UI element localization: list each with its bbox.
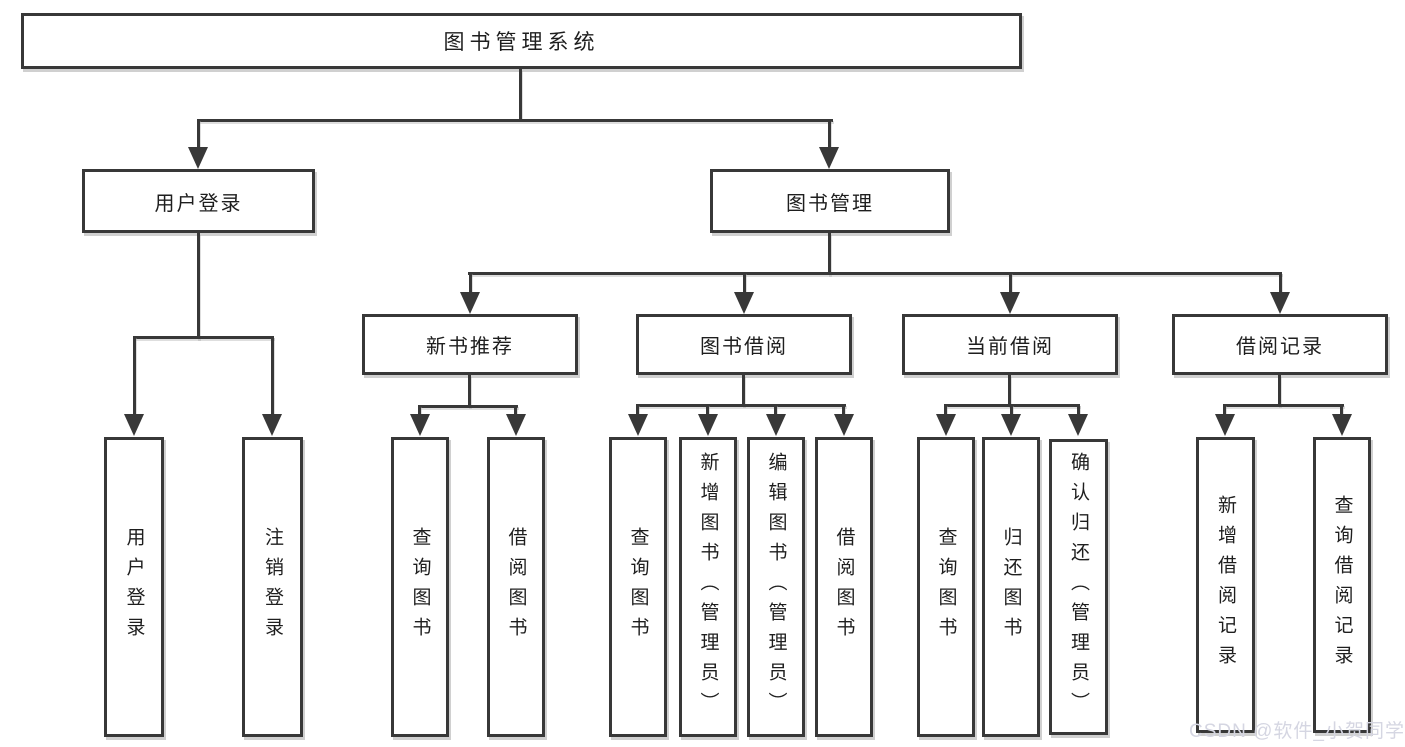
leaf-query-borrow-record: 查询借阅记录: [1313, 437, 1371, 733]
arrowhead: [1215, 414, 1235, 436]
arrowhead: [506, 414, 526, 436]
arrowhead: [262, 414, 282, 436]
arrowhead: [460, 292, 480, 314]
leaf-query-book: 查询图书: [391, 437, 449, 737]
leaf-add-book-admin-label: 新增图书（管理员）: [697, 452, 719, 722]
leaf-user-login-label: 用户登录: [123, 527, 145, 647]
arrowhead: [936, 414, 956, 436]
node-new-book-recommend-label: 新书推荐: [426, 336, 514, 358]
arrowhead: [698, 414, 718, 436]
arrowhead: [1001, 414, 1021, 436]
connector-line: [1223, 404, 1226, 416]
connector-line: [842, 404, 845, 416]
node-book-borrow-label: 图书借阅: [700, 336, 788, 358]
arrowhead: [628, 414, 648, 436]
connector-line: [133, 336, 274, 339]
connector-line: [1340, 404, 1343, 416]
connector-line: [944, 404, 947, 416]
connector-line: [271, 336, 274, 416]
connector-line: [133, 336, 136, 416]
connector-line: [1077, 404, 1080, 416]
connector-line: [468, 375, 471, 407]
leaf-query-book: 查询图书: [917, 437, 975, 737]
node-root-label: 图书管理系统: [443, 31, 600, 54]
leaf-borrow-book-label: 借阅图书: [833, 527, 855, 647]
leaf-borrow-book: 借阅图书: [487, 437, 545, 737]
connector-line: [418, 405, 421, 416]
leaf-query-borrow-record-label: 查询借阅记录: [1331, 495, 1353, 675]
leaf-confirm-return-admin-label: 确认归还（管理员）: [1068, 452, 1089, 722]
node-current-borrow-label: 当前借阅: [966, 336, 1054, 358]
arrowhead: [734, 292, 754, 314]
connector-line: [1009, 272, 1012, 294]
arrowhead: [1332, 414, 1352, 436]
connector-line: [636, 404, 846, 407]
node-root: 图书管理系统: [21, 13, 1022, 69]
node-current-borrow: 当前借阅: [902, 314, 1118, 375]
leaf-add-borrow-record-label: 新增借阅记录: [1215, 495, 1236, 675]
arrowhead: [819, 147, 839, 169]
connector-line: [1010, 404, 1013, 416]
connector-line: [828, 233, 831, 275]
connector-line: [1008, 375, 1011, 406]
node-book-management-label: 图书管理: [786, 192, 874, 215]
connector-line: [468, 272, 1282, 275]
connector-line: [469, 272, 472, 294]
leaf-add-borrow-record: 新增借阅记录: [1196, 437, 1255, 733]
leaf-return-book-label: 归还图书: [1000, 527, 1022, 647]
connector-line: [519, 69, 522, 120]
arrowhead: [834, 414, 854, 436]
connector-line: [774, 404, 777, 416]
connector-line: [514, 405, 517, 416]
connector-line: [1223, 404, 1344, 407]
arrowhead: [1270, 292, 1290, 314]
connector-line: [197, 119, 833, 122]
connector-line: [636, 404, 639, 416]
node-new-book-recommend: 新书推荐: [362, 314, 578, 375]
leaf-query-book-label: 查询图书: [409, 527, 431, 647]
connector-line: [418, 405, 518, 408]
leaf-borrow-book-label: 借阅图书: [505, 527, 527, 647]
connector-line: [1279, 272, 1282, 294]
arrowhead: [766, 414, 786, 436]
csdn-watermark: CSDN @软件_小贺同学: [1189, 721, 1405, 742]
arrowhead: [124, 414, 144, 436]
leaf-edit-book-admin-label: 编辑图书（管理员）: [765, 452, 787, 722]
leaf-query-book-label: 查询图书: [627, 527, 649, 647]
leaf-query-book-label: 查询图书: [935, 527, 957, 647]
connector-line: [706, 404, 709, 416]
connector-line: [828, 119, 831, 149]
leaf-query-book: 查询图书: [609, 437, 667, 737]
connector-line: [742, 375, 745, 406]
leaf-borrow-book: 借阅图书: [815, 437, 873, 737]
arrowhead: [1068, 414, 1088, 436]
connector-line: [197, 119, 200, 149]
leaf-add-book-admin: 新增图书（管理员）: [679, 437, 737, 737]
arrowhead: [410, 414, 430, 436]
connector-line: [197, 233, 200, 339]
leaf-logout-label: 注销登录: [262, 527, 283, 647]
arrowhead: [1000, 292, 1020, 314]
connector-line: [743, 272, 746, 294]
arrowhead: [188, 147, 208, 169]
leaf-user-login: 用户登录: [104, 437, 164, 737]
leaf-logout: 注销登录: [242, 437, 303, 737]
leaf-return-book: 归还图书: [982, 437, 1040, 737]
connector-line: [1278, 375, 1281, 406]
node-borrow-records: 借阅记录: [1172, 314, 1388, 375]
node-book-management: 图书管理: [710, 169, 950, 233]
node-book-borrow: 图书借阅: [636, 314, 852, 375]
leaf-edit-book-admin: 编辑图书（管理员）: [747, 437, 805, 737]
node-user-login-branch: 用户登录: [82, 169, 315, 233]
node-user-login-branch-label: 用户登录: [154, 192, 243, 215]
leaf-confirm-return-admin: 确认归还（管理员）: [1049, 439, 1108, 735]
node-borrow-records-label: 借阅记录: [1236, 336, 1324, 358]
